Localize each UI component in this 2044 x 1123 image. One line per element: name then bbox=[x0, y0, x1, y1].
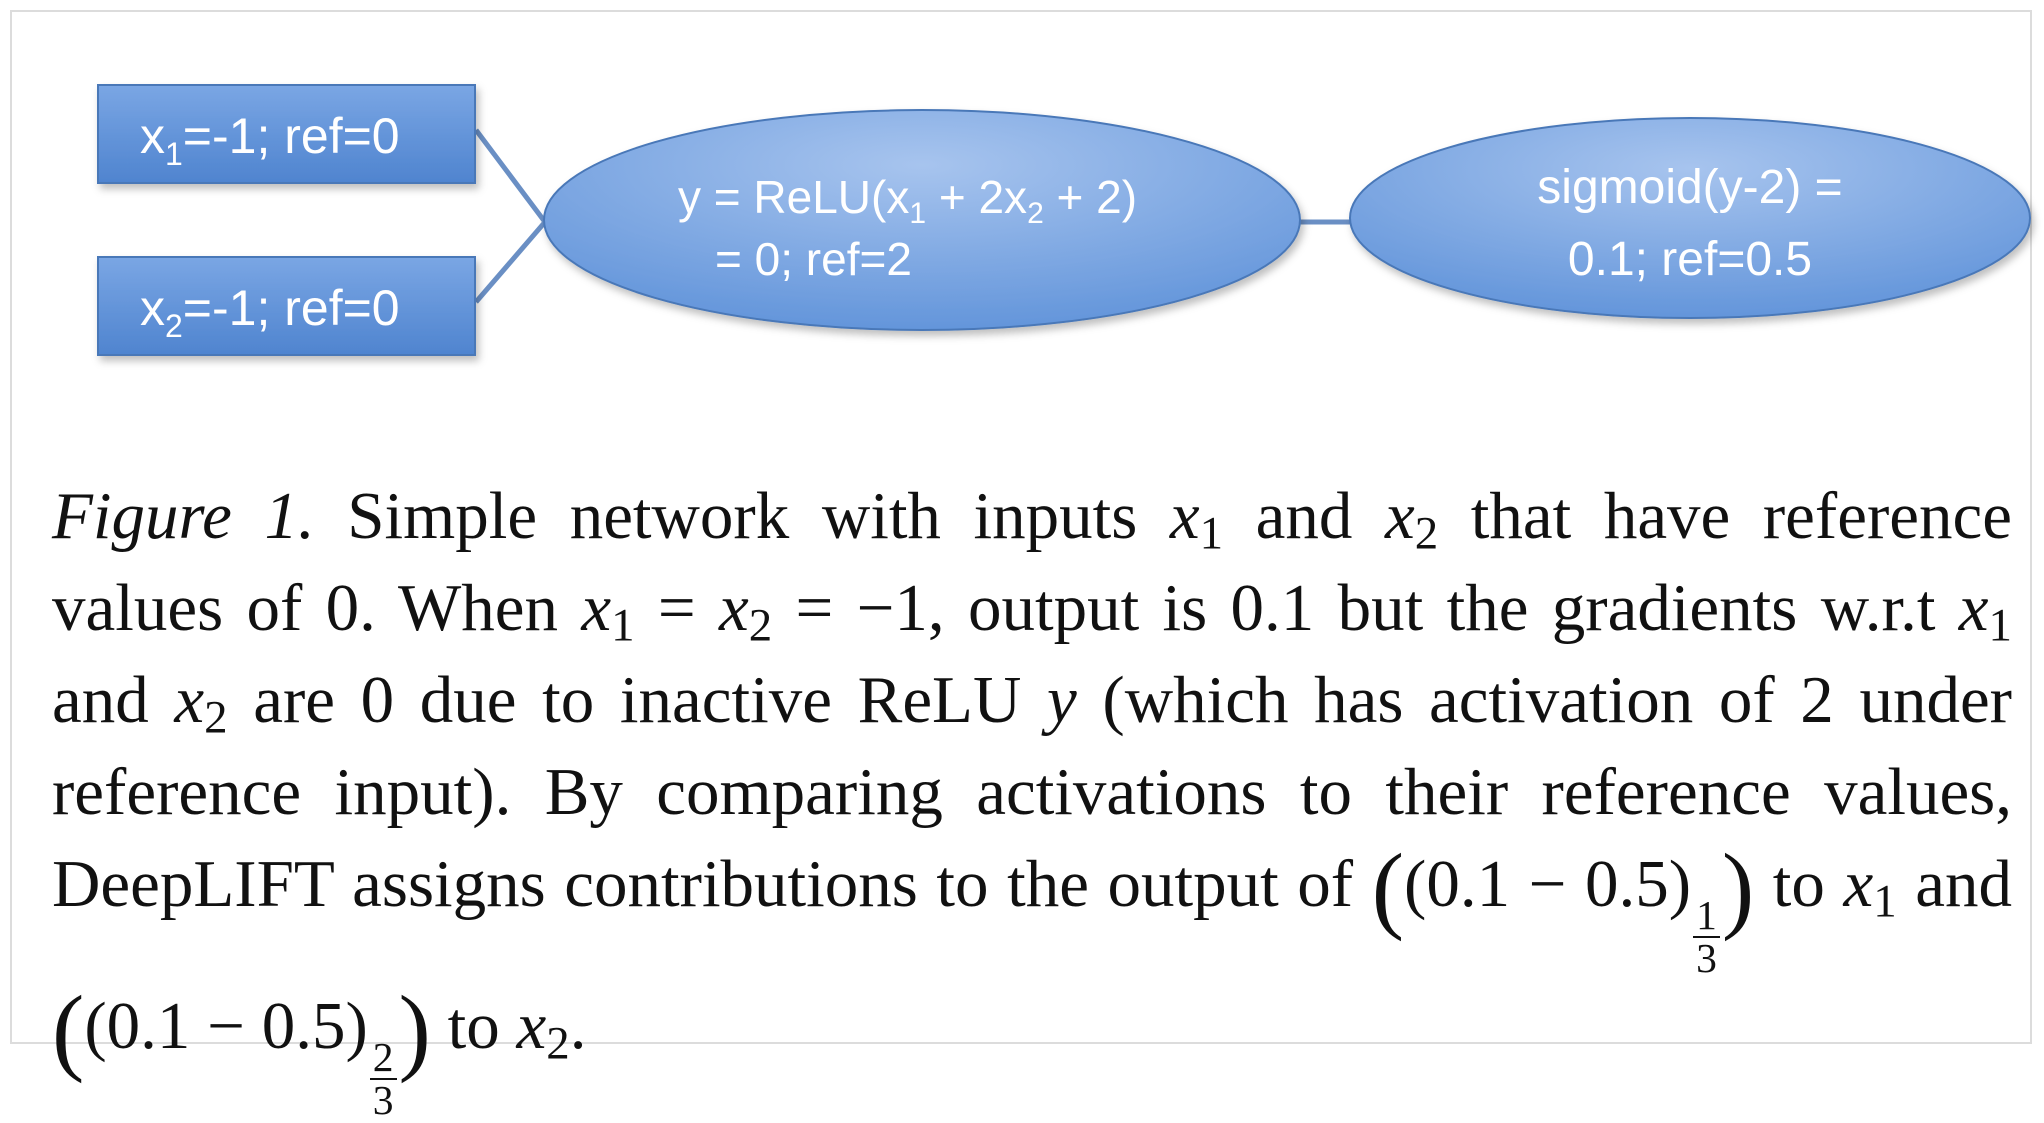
sigmoid-line1: sigmoid(y-2) = bbox=[1537, 161, 1842, 214]
math-x1-d: x1 bbox=[1843, 847, 1897, 928]
input2-var: x bbox=[140, 280, 165, 336]
input1-sub: 1 bbox=[165, 136, 183, 172]
caption-label: Figure 1. bbox=[52, 479, 315, 553]
math-x1: x1 bbox=[1169, 479, 1224, 560]
relu-node bbox=[543, 109, 1301, 331]
input2-rest: =-1; ref=0 bbox=[183, 280, 400, 336]
input-node-x2 bbox=[97, 256, 476, 356]
relu-line1-sub1: 1 bbox=[909, 197, 926, 230]
relu-line1-a: y = ReLU(x bbox=[678, 171, 909, 223]
svg-text:y = ReLU(x1 + 2x2 + 2): y = ReLU(x1 + 2x2 + 2) bbox=[678, 171, 1137, 230]
math-x2-d: x2 bbox=[516, 988, 570, 1070]
input-node-x1 bbox=[97, 84, 476, 184]
svg-text:x1=-1; ref=0: x1=-1; ref=0 bbox=[140, 108, 400, 172]
math-x2-c: x2 bbox=[174, 663, 228, 744]
edge-x2-relu bbox=[474, 220, 547, 304]
math-x2: x2 bbox=[1385, 479, 1439, 560]
figure-caption: Figure 1. Simple network with inputs x1 … bbox=[52, 479, 2012, 1123]
relu-line1-c: + 2) bbox=[1044, 171, 1137, 223]
relu-line1-sub2: 2 bbox=[1027, 197, 1044, 230]
input1-var: x bbox=[140, 108, 165, 164]
input2-sub: 2 bbox=[165, 308, 183, 344]
math-x1-c: x1 bbox=[1958, 571, 2012, 652]
edge-x1-relu bbox=[474, 128, 547, 224]
network-diagram: x1=-1; ref=0 x2=-1; ref=0 y = ReLU(x1 + … bbox=[97, 84, 2031, 356]
input1-rest: =-1; ref=0 bbox=[183, 108, 400, 164]
sigmoid-line2: 0.1; ref=0.5 bbox=[1568, 233, 1812, 286]
sigmoid-node bbox=[1349, 117, 2031, 319]
math-x1-b: x1 bbox=[581, 571, 635, 652]
relu-line2: = 0; ref=2 bbox=[715, 233, 912, 285]
math-y: y bbox=[1047, 663, 1077, 737]
relu-line1-b: + 2x bbox=[926, 171, 1027, 223]
math-x2-b: x2 bbox=[718, 571, 773, 652]
svg-text:x2=-1; ref=0: x2=-1; ref=0 bbox=[140, 280, 400, 344]
